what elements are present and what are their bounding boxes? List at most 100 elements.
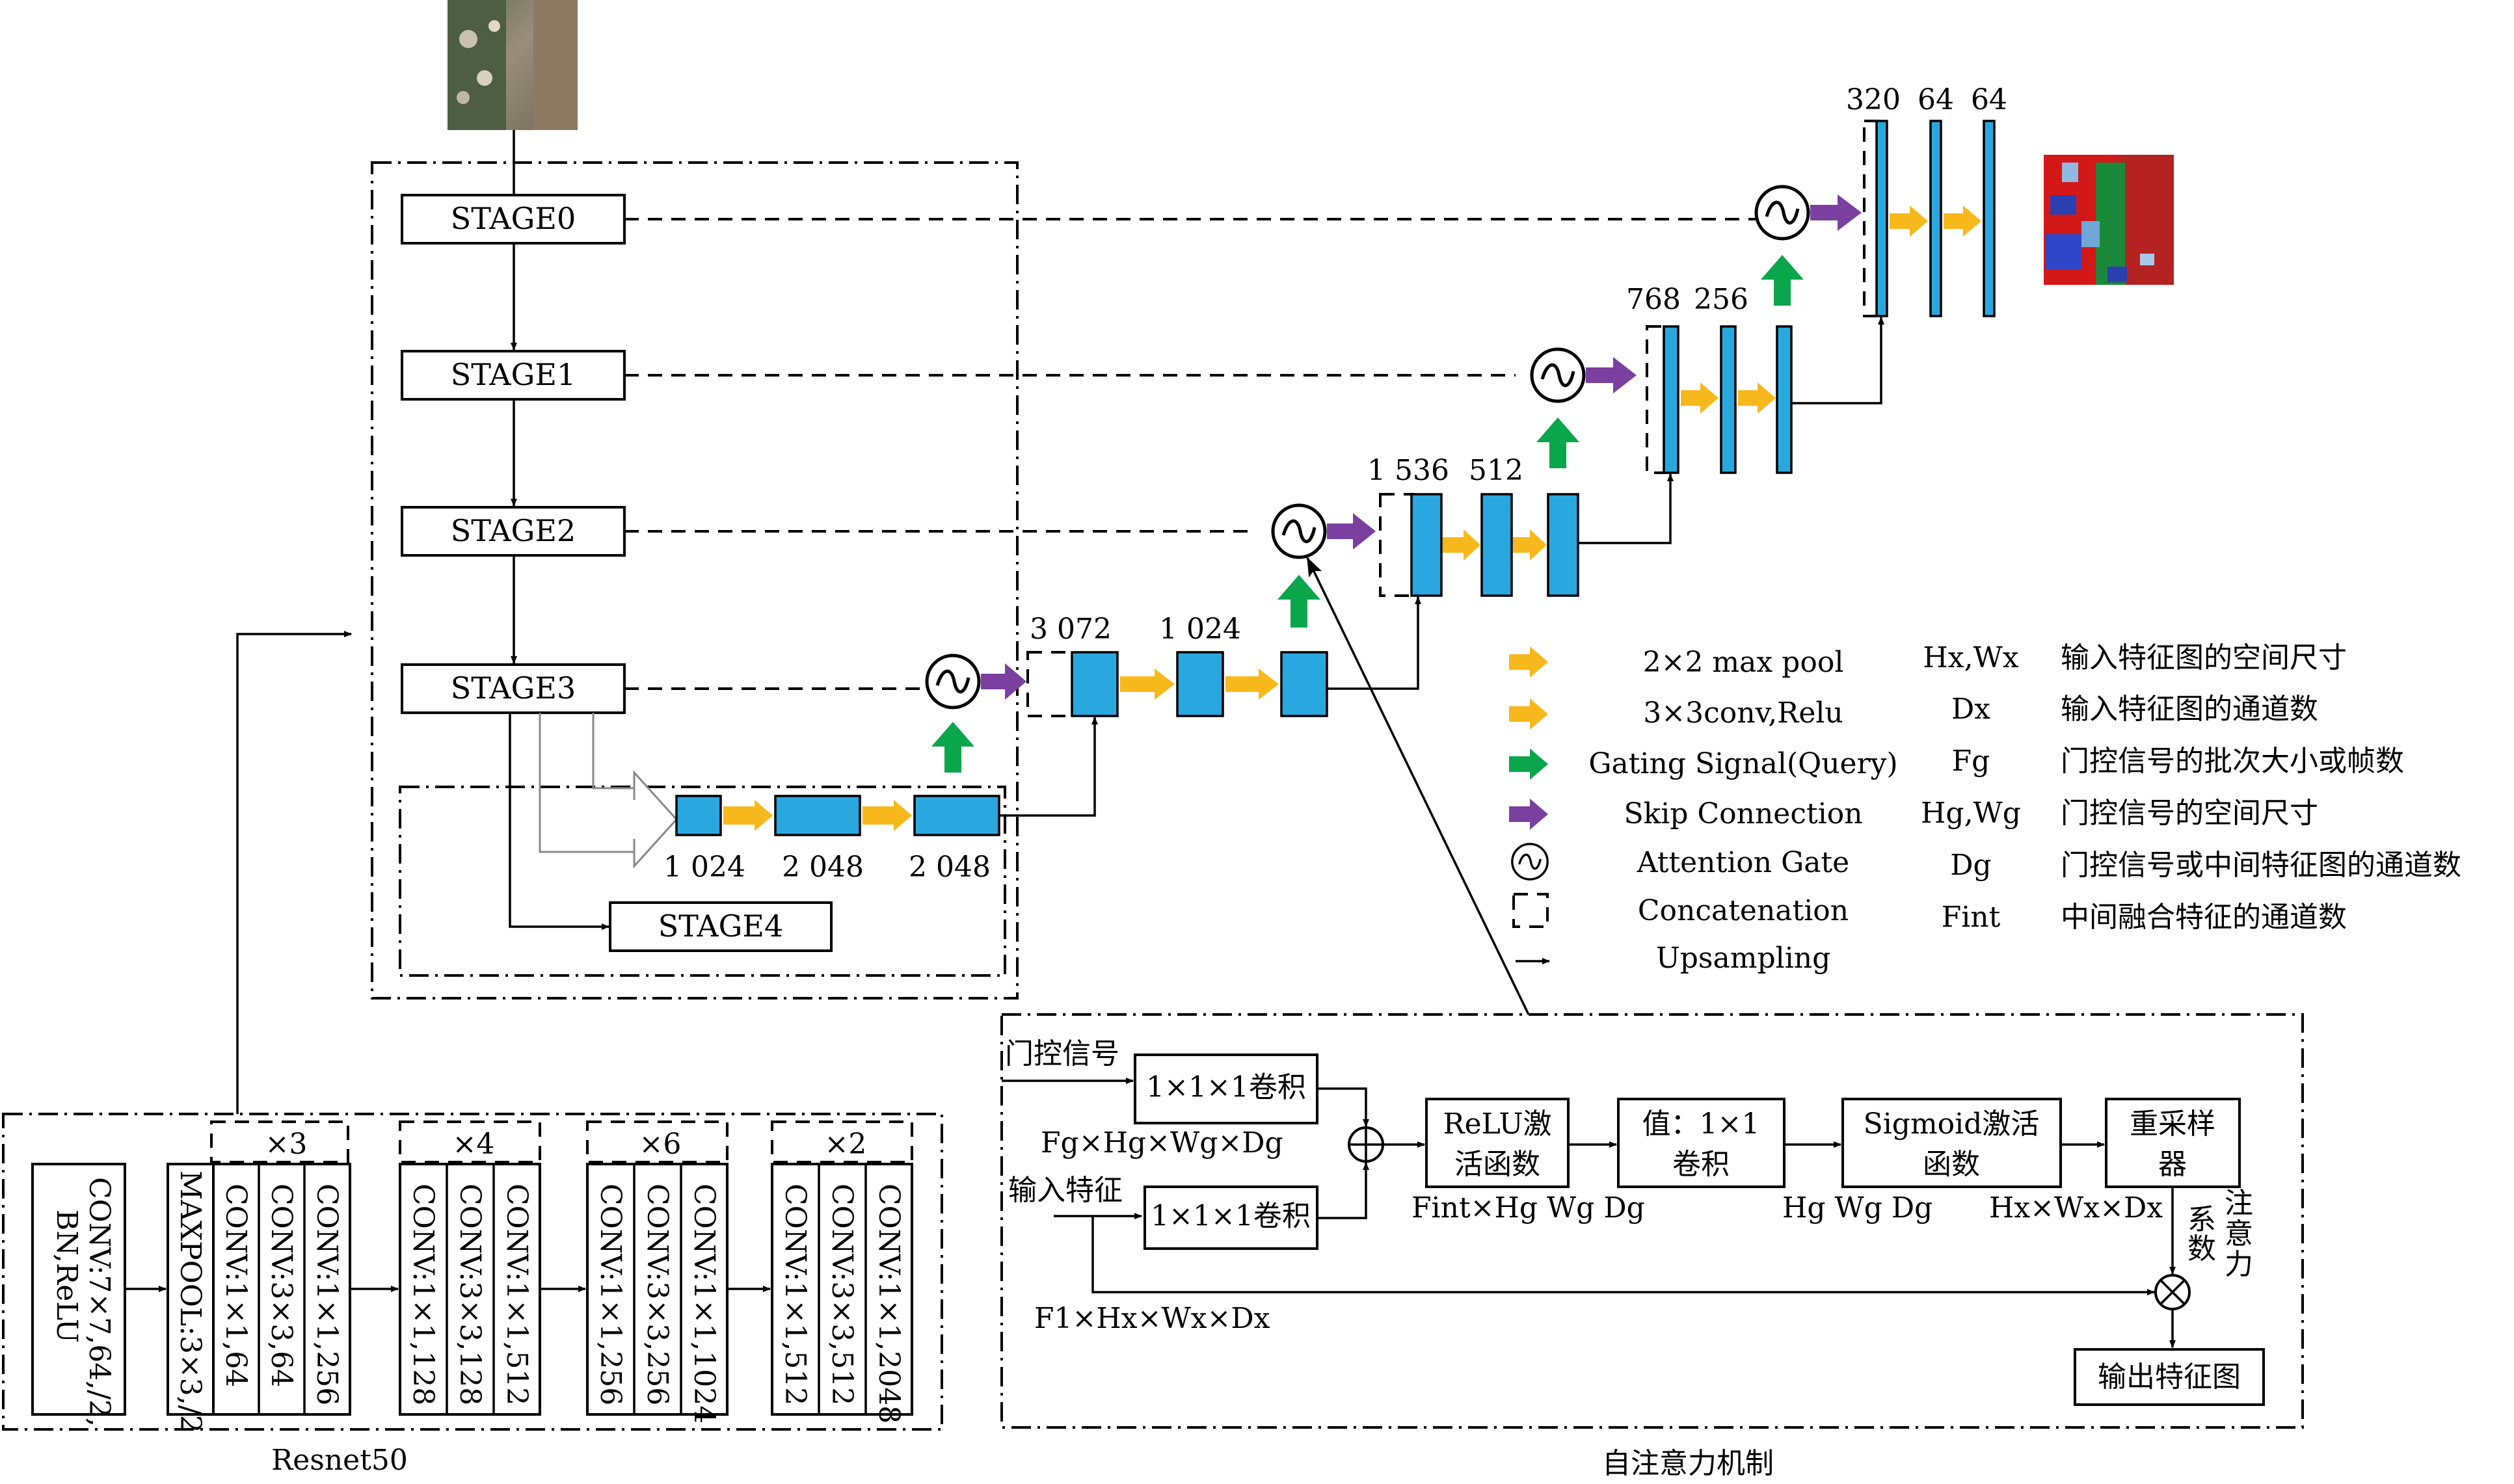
skip-arrow-4: [1810, 194, 1862, 231]
gate-signal-label: 门控信号: [1005, 1037, 1119, 1070]
dec3-conv-arrow-2: [1738, 382, 1776, 414]
dec4-bar-1: [1875, 120, 1888, 317]
input-dims: F1×Hx×Wx×Dx: [1034, 1302, 1270, 1335]
stage3-box: STAGE3: [401, 663, 626, 714]
maxpool-label: MAXPOOL:3×3,/2: [174, 1171, 207, 1433]
dec1-conv-arrow-1: [1120, 669, 1175, 700]
dec3-ch-2: 256: [1694, 283, 1748, 316]
input-feature-label: 输入特征: [1008, 1174, 1123, 1207]
block1-box: CONV:1×1,64 CONV:3×3,64 CONV:1×1,256: [212, 1163, 351, 1416]
legend-skip-swatch: [1509, 799, 1548, 830]
output-segmentation-image: [2044, 155, 2174, 285]
block4-box: CONV:1×1,512 CONV:3×3,512 CONV:1×1,2048: [771, 1163, 913, 1424]
dec1-conv-arrow-2: [1225, 669, 1279, 700]
legend-conv-swatch: [1509, 698, 1548, 730]
sigmoid-box: Sigmoid激活 函数: [1841, 1098, 2062, 1188]
gating-arrow-1: [931, 722, 974, 773]
sigmoid-label-1: Sigmoid激活: [1864, 1107, 2040, 1141]
symbol-fint: Fint: [1942, 901, 2001, 934]
value-conv-box: 值：1×1 卷积: [1617, 1098, 1785, 1188]
dec3-bar-2: [1720, 325, 1737, 474]
resnet50-caption: Resnet50: [271, 1444, 408, 1477]
dec2-ch-1: 1 536: [1367, 454, 1449, 487]
attention-gate-3: [1532, 349, 1584, 401]
conv1-label-1: CONV:7×7,64,/2,: [83, 1177, 116, 1427]
stage4-label: STAGE4: [658, 908, 784, 944]
block2-mult-frame: [399, 1120, 541, 1163]
resampler-label-2: 器: [2158, 1148, 2187, 1181]
block2-mult: ×4: [453, 1128, 495, 1161]
dec4-conv-arrow-1: [1890, 205, 1928, 237]
block3-box: CONV:1×1,256 CONV:3×3,256 CONV:1×1,1024: [586, 1163, 729, 1424]
block1-conv-1: CONV:1×1,64: [219, 1184, 252, 1387]
skip-arrow-1: [981, 663, 1026, 700]
stage2-box: STAGE2: [401, 506, 626, 557]
arrow-gateconv-sum: [1317, 1087, 1369, 1127]
block3-conv-1: CONV:1×1,256: [594, 1184, 627, 1405]
dec1-bar-2: [1176, 651, 1224, 717]
legend-label-attention-gate: Attention Gate: [1637, 846, 1849, 879]
attention-gate-2: [1273, 505, 1325, 557]
value-label-1: 值：1×1: [1642, 1107, 1760, 1141]
block3-mult-frame: [586, 1120, 729, 1163]
dec3-bar-1: [1663, 325, 1679, 474]
legend-attention-gate-icon: [1511, 843, 1549, 881]
dec4-ch-1: 320: [1846, 83, 1901, 116]
encoder-frame: [371, 161, 1019, 1000]
output-feature-label: 输出特征图: [2098, 1360, 2241, 1394]
stage1-label: STAGE1: [451, 357, 576, 392]
conv1-label-2: BN,ReLU: [50, 1210, 83, 1343]
block4-mult-frame: [771, 1120, 913, 1163]
multiply-node-icon: [2154, 1274, 2191, 1310]
dec4-conv-arrow-2: [1944, 205, 1981, 237]
arrow-s3-s4: [509, 713, 609, 930]
dec1-ch-1: 3 072: [1030, 613, 1112, 646]
dec3-conv-arrow-1: [1681, 382, 1718, 414]
attention-gate-1: [927, 656, 979, 708]
input-conv-box: 1×1×1卷积: [1143, 1186, 1318, 1250]
value-label-2: 卷积: [1672, 1148, 1730, 1181]
legend-label-concat: Concatenation: [1638, 894, 1849, 927]
attention-frame: [1000, 1013, 2304, 1429]
legend-maxpool-swatch: [1509, 646, 1548, 678]
arrow-input-multiply: [1091, 1216, 2155, 1295]
meaning-hgwg: 门控信号的空间尺寸: [2061, 797, 2318, 830]
concat-4: [1863, 120, 1880, 317]
block4-mult: ×2: [825, 1128, 867, 1161]
block3-mult: ×6: [639, 1128, 682, 1161]
dec4-bar-2: [1929, 120, 1942, 317]
meaning-dx: 输入特征图的通道数: [2061, 693, 2318, 726]
block2-conv-1: CONV:1×1,128: [407, 1184, 440, 1405]
legend-label-conv: 3×3conv,Relu: [1643, 696, 1843, 730]
attention-gate-4: [1756, 187, 1808, 239]
symbol-dg: Dg: [1950, 849, 1991, 882]
enc-bar-1: [675, 795, 722, 836]
dec2-bar-2: [1480, 493, 1513, 597]
upsample-enc-dec1: [999, 717, 1098, 817]
symbol-dx: Dx: [1951, 693, 1990, 726]
upsample-dec1-dec2: [1327, 596, 1421, 690]
conv1-box: CONV:7×7,64,/2, BN,ReLU: [31, 1163, 126, 1427]
relu-label-1: ReLU激: [1443, 1107, 1551, 1141]
coef-char-4: 系: [2187, 1203, 2216, 1236]
concat-1: [1026, 651, 1075, 717]
symbol-fg: Fg: [1952, 745, 1990, 778]
sum-node-icon: [1348, 1126, 1384, 1163]
relu-box: ReLU激 活函数: [1425, 1098, 1570, 1188]
sigmoid-dims: Hg Wg Dg: [1782, 1191, 1932, 1225]
resampler-label-1: 重采样: [2130, 1107, 2215, 1141]
legend-label-gating: Gating Signal(Query): [1588, 747, 1897, 780]
block1-mult: ×3: [265, 1128, 308, 1161]
enc-ch-1: 1 024: [663, 851, 745, 884]
upsample-dec2-dec3: [1578, 473, 1674, 544]
gating-arrow-4: [1761, 255, 1804, 306]
block4-conv-2: CONV:3×3,512: [825, 1184, 859, 1405]
output-feature-box: 输出特征图: [2074, 1348, 2265, 1406]
relu-label-2: 活函数: [1454, 1148, 1540, 1181]
enc-conv-arrow-2: [863, 800, 912, 831]
maxpool-box: MAXPOOL:3×3,/2: [167, 1163, 215, 1433]
coef-char-1: 注: [2225, 1187, 2253, 1220]
legend-label-maxpool: 2×2 max pool: [1643, 646, 1844, 679]
resnet-to-encoder-arrow: [236, 631, 352, 1114]
